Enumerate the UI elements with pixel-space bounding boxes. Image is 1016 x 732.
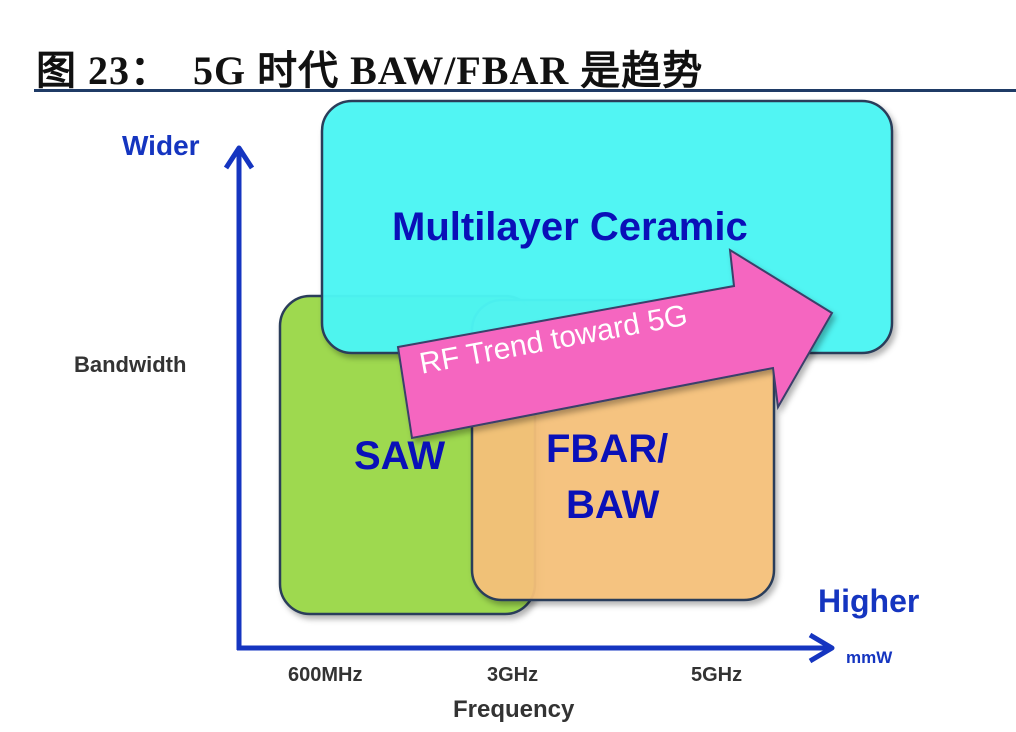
- multilayer-ceramic-label: Multilayer Ceramic: [392, 205, 748, 249]
- fbar-label-line1: FBAR/: [546, 427, 669, 471]
- x-axis-right-sublabel: mmW: [846, 648, 893, 667]
- y-axis-arrowhead: [223, 145, 255, 170]
- title-divider: [34, 89, 1016, 92]
- x-axis-label: Frequency: [453, 696, 575, 723]
- x-tick-3ghz: 3GHz: [487, 664, 539, 686]
- saw-label: SAW: [354, 434, 446, 478]
- x-axis-right-label: Higher: [818, 583, 920, 619]
- baw-label-line2: BAW: [566, 483, 660, 527]
- x-tick-600mhz: 600MHz: [288, 664, 363, 686]
- y-axis-top-label: Wider: [122, 130, 200, 161]
- figure-title: 图 23： 5G 时代 BAW/FBAR 是趋势: [36, 48, 704, 93]
- y-axis-label: Bandwidth: [74, 352, 187, 377]
- x-tick-5ghz: 5GHz: [691, 664, 743, 686]
- trend-arrow: [396, 248, 834, 440]
- x-axis-arrowhead: [808, 632, 835, 664]
